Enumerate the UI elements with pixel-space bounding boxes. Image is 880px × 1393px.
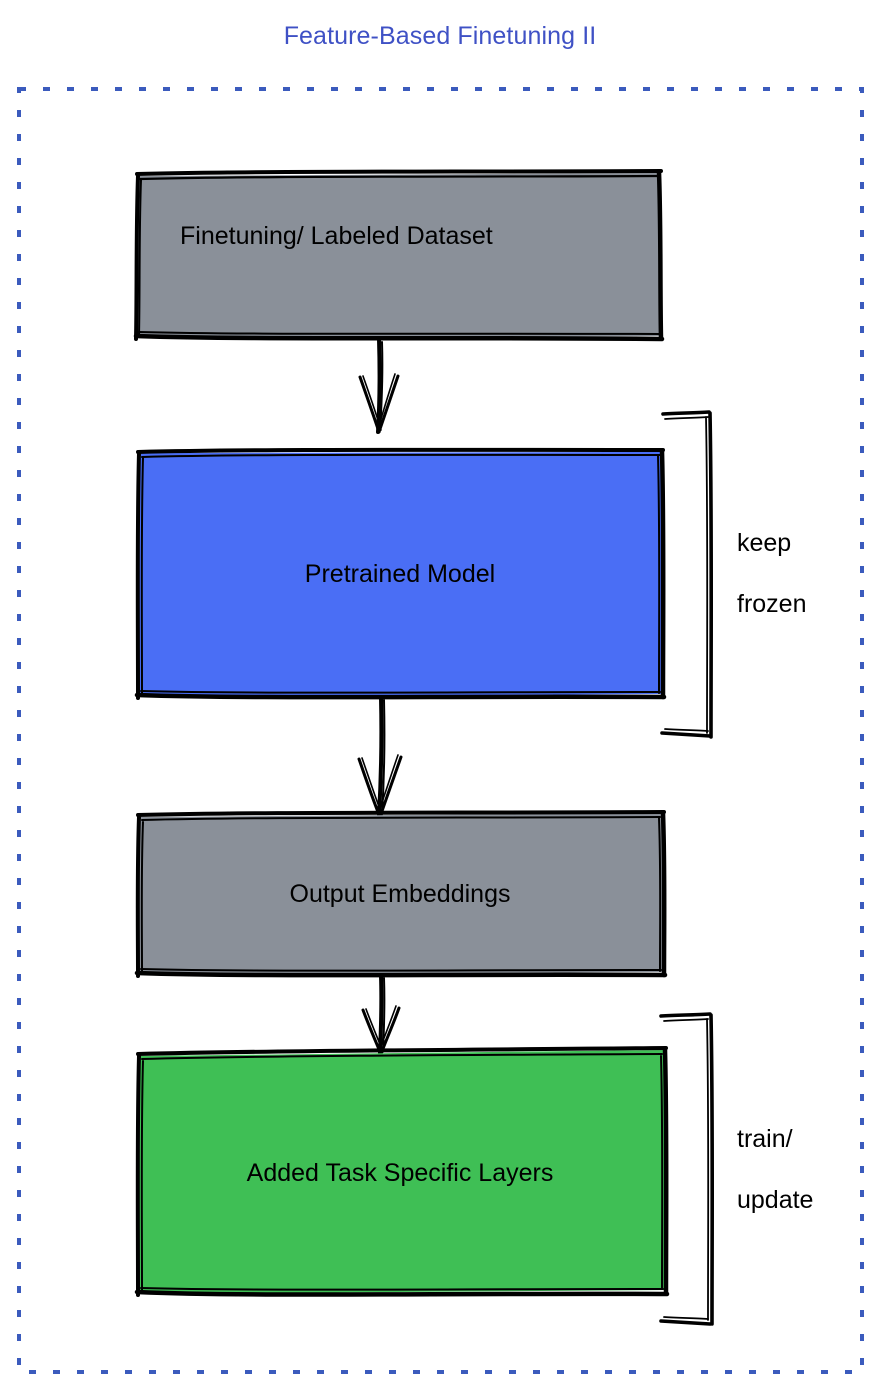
node-label-finetuning-dataset: Finetuning/ Labeled Dataset (180, 222, 493, 250)
node-label-added-task-specific-layers: Added Task Specific Layers (246, 1159, 554, 1187)
bracket-label-train-update-line2: update (737, 1185, 814, 1214)
node-added-task-specific-layers[interactable] (134, 1046, 670, 1297)
bracket-label-keep-frozen-line1: keep (737, 528, 792, 557)
node-label-output-embeddings: Output Embeddings (289, 880, 511, 908)
arrow-model-to-embeddings (357, 696, 403, 819)
page-title: Feature-Based Finetuning II (283, 22, 597, 50)
arrow-dataset-to-model (358, 337, 400, 434)
node-finetuning-dataset[interactable] (133, 169, 665, 342)
bracket-keep-frozen (660, 410, 714, 739)
bracket-label-keep-frozen-line2: frozen (737, 589, 807, 618)
node-pretrained-model[interactable] (134, 447, 667, 700)
arrow-embeddings-to-layers (361, 974, 401, 1056)
bracket-label-train-update: train/ update (737, 1093, 813, 1246)
bracket-label-train-update-line1: train/ (737, 1124, 793, 1153)
bracket-label-keep-frozen: keep frozen (737, 497, 806, 650)
bracket-train-update (659, 1012, 715, 1326)
node-output-embeddings[interactable] (134, 810, 668, 978)
feature-based-finetuning-region (17, 87, 864, 1374)
node-label-pretrained-model: Pretrained Model (304, 560, 496, 588)
